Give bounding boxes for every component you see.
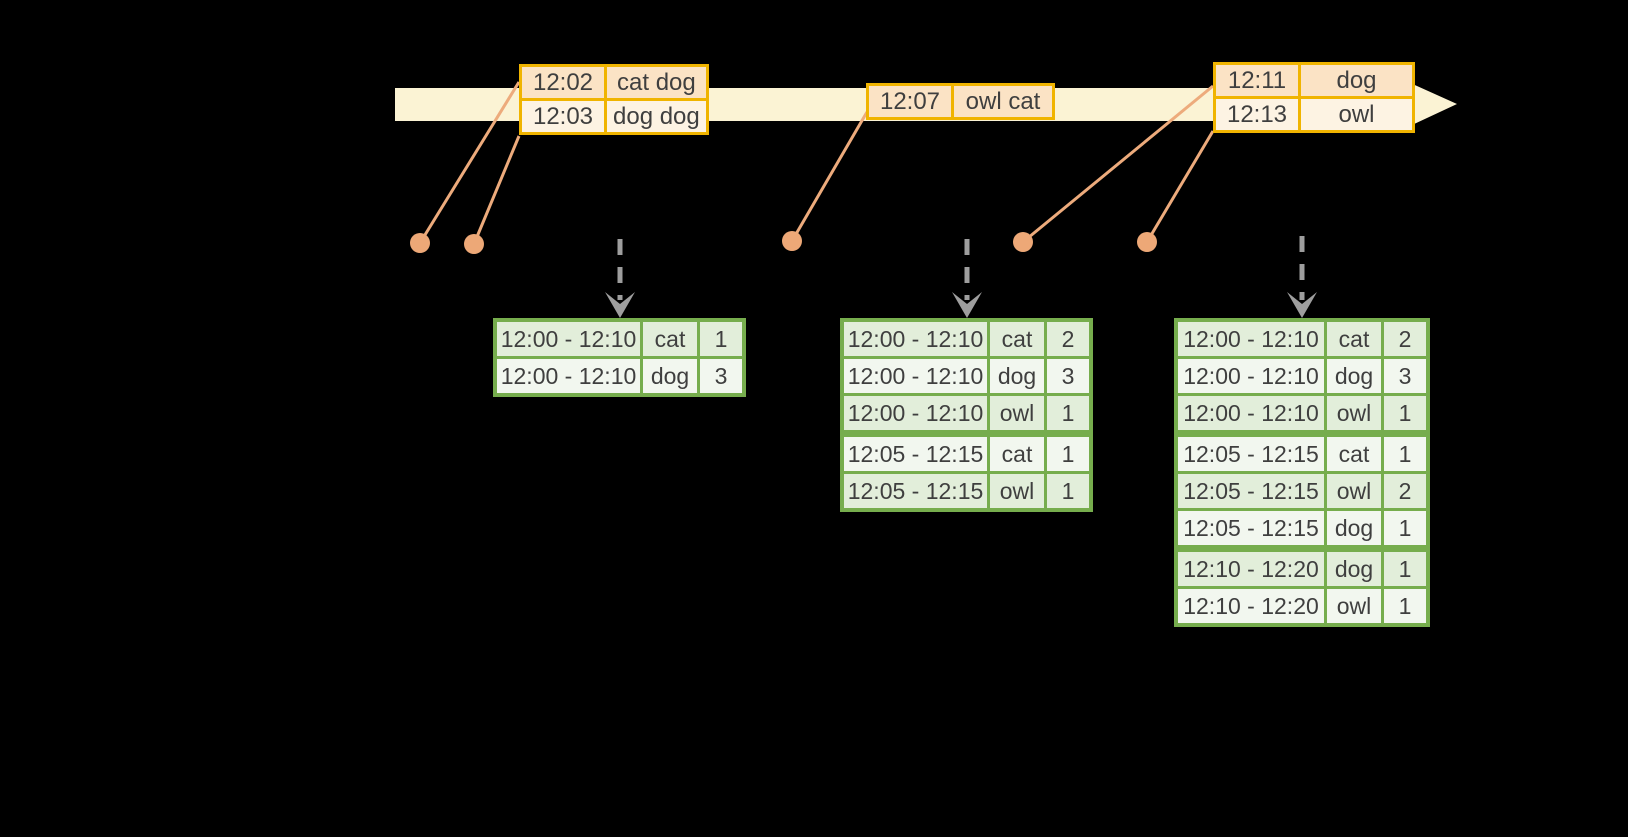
word-cell: owl: [987, 393, 1047, 435]
table-row: 12:03 dog dog: [519, 98, 709, 135]
table-row: 12:00 - 12:10 owl 1: [840, 393, 1093, 435]
event-words-cell: dog: [1298, 62, 1415, 99]
event-time-cell: 12:11: [1213, 62, 1301, 99]
window-cell: 12:10 - 12:20: [1174, 586, 1327, 627]
word-cell: owl: [987, 471, 1047, 512]
word-cell: dog: [1324, 545, 1384, 589]
window-cell: 12:00 - 12:10: [1174, 393, 1327, 435]
word-cell: cat: [987, 318, 1047, 359]
event-table-2: 12:07 owl cat: [866, 83, 1055, 120]
event-dot: [782, 231, 802, 251]
word-cell: cat: [1324, 318, 1384, 359]
event-time-cell: 12:13: [1213, 96, 1301, 133]
event-dot: [1137, 232, 1157, 252]
window-cell: 12:00 - 12:10: [493, 318, 643, 359]
word-cell: dog: [1324, 356, 1384, 396]
window-cell: 12:05 - 12:15: [1174, 471, 1327, 511]
trigger-arrow: [1287, 236, 1317, 318]
table-row: 12:00 - 12:10 owl 1: [1174, 393, 1430, 435]
event-connector-line: [418, 81, 521, 244]
count-cell: 1: [1381, 393, 1430, 435]
count-cell: 1: [1044, 430, 1093, 474]
word-cell: cat: [987, 430, 1047, 474]
event-time-cell: 12:07: [866, 83, 954, 120]
word-cell: owl: [1324, 471, 1384, 511]
trigger-arrow-head: [1287, 292, 1317, 318]
count-cell: 1: [1381, 586, 1430, 627]
count-cell: 1: [1044, 471, 1093, 512]
event-connector-line: [472, 135, 521, 245]
count-cell: 2: [1381, 471, 1430, 511]
event-time-cell: 12:03: [519, 98, 607, 135]
trigger-arrow-head: [605, 292, 635, 318]
table-row: 12:00 - 12:10 dog 3: [840, 356, 1093, 396]
table-row: 12:05 - 12:15 dog 1: [1174, 508, 1430, 550]
count-cell: 1: [697, 318, 746, 359]
event-table-3: 12:11 dog 12:13 owl: [1213, 62, 1415, 133]
table-row: 12:05 - 12:15 cat 1: [1174, 430, 1430, 474]
trigger-arrow: [952, 239, 982, 318]
event-table-1: 12:02 cat dog 12:03 dog dog: [519, 64, 709, 135]
event-words-cell: cat dog: [604, 64, 709, 101]
table-row: 12:05 - 12:15 owl 2: [1174, 471, 1430, 511]
count-cell: 3: [1381, 356, 1430, 396]
window-cell: 12:00 - 12:10: [840, 356, 990, 396]
table-row: 12:00 - 12:10 dog 3: [1174, 356, 1430, 396]
event-connector-line: [1145, 130, 1215, 243]
window-cell: 12:00 - 12:10: [840, 318, 990, 359]
window-cell: 12:05 - 12:15: [840, 471, 990, 512]
table-row: 12:02 cat dog: [519, 64, 709, 101]
word-cell: cat: [1324, 430, 1384, 474]
count-cell: 2: [1381, 318, 1430, 359]
window-cell: 12:00 - 12:10: [1174, 356, 1327, 396]
event-words-cell: dog dog: [604, 98, 709, 135]
table-row: 12:11 dog: [1213, 62, 1415, 99]
table-row: 12:13 owl: [1213, 96, 1415, 133]
table-row: 12:10 - 12:20 owl 1: [1174, 586, 1430, 627]
trigger-arrow: [605, 239, 635, 318]
result-table-2: 12:00 - 12:10 cat 2 12:00 - 12:10 dog 3 …: [840, 318, 1093, 512]
table-row: 12:05 - 12:15 owl 1: [840, 471, 1093, 512]
table-row: 12:05 - 12:15 cat 1: [840, 430, 1093, 474]
word-cell: owl: [1324, 586, 1384, 627]
word-cell: dog: [1324, 508, 1384, 550]
result-table-3: 12:00 - 12:10 cat 2 12:00 - 12:10 dog 3 …: [1174, 318, 1430, 627]
word-cell: cat: [640, 318, 700, 359]
word-cell: owl: [1324, 393, 1384, 435]
event-dot: [464, 234, 484, 254]
event-words-cell: owl: [1298, 96, 1415, 133]
count-cell: 1: [1381, 545, 1430, 589]
event-connector-line: [790, 111, 869, 242]
event-dot: [1013, 232, 1033, 252]
event-dot: [410, 233, 430, 253]
table-row: 12:10 - 12:20 dog 1: [1174, 545, 1430, 589]
count-cell: 3: [697, 356, 746, 397]
window-cell: 12:05 - 12:15: [1174, 508, 1327, 550]
window-cell: 12:00 - 12:10: [840, 393, 990, 435]
event-connector-line: [1022, 84, 1214, 244]
word-cell: dog: [640, 356, 700, 397]
table-row: 12:00 - 12:10 cat 2: [840, 318, 1093, 359]
table-row: 12:00 - 12:10 cat 1: [493, 318, 746, 359]
count-cell: 1: [1381, 508, 1430, 550]
event-words-cell: owl cat: [951, 83, 1055, 120]
count-cell: 3: [1044, 356, 1093, 396]
count-cell: 2: [1044, 318, 1093, 359]
window-cell: 12:00 - 12:10: [1174, 318, 1327, 359]
table-row: 12:00 - 12:10 dog 3: [493, 356, 746, 397]
count-cell: 1: [1381, 430, 1430, 474]
window-cell: 12:05 - 12:15: [1174, 430, 1327, 474]
word-cell: dog: [987, 356, 1047, 396]
table-row: 12:00 - 12:10 cat 2: [1174, 318, 1430, 359]
result-table-1: 12:00 - 12:10 cat 1 12:00 - 12:10 dog 3: [493, 318, 746, 397]
window-cell: 12:05 - 12:15: [840, 430, 990, 474]
window-cell: 12:10 - 12:20: [1174, 545, 1327, 589]
trigger-arrow-head: [952, 292, 982, 318]
window-cell: 12:00 - 12:10: [493, 356, 643, 397]
table-row: 12:07 owl cat: [866, 83, 1055, 120]
event-time-cell: 12:02: [519, 64, 607, 101]
count-cell: 1: [1044, 393, 1093, 435]
